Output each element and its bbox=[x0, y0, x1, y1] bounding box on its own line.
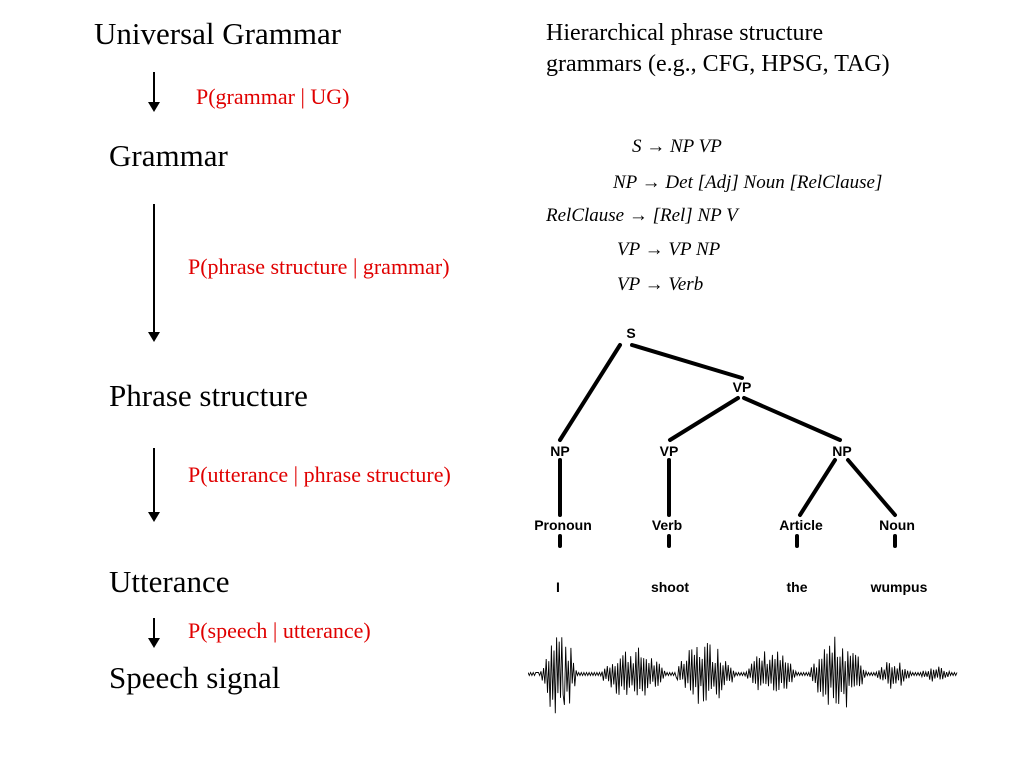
rule-s: S → NP VP bbox=[632, 136, 722, 157]
down-arrow-icon bbox=[148, 618, 160, 648]
speech-waveform bbox=[528, 636, 958, 714]
node-s: S bbox=[626, 325, 635, 341]
down-arrow-icon bbox=[148, 448, 160, 522]
word-wumpus: wumpus bbox=[870, 579, 928, 595]
grammar-heading-line-2: grammars (e.g., CFG, HPSG, TAG) bbox=[546, 51, 890, 77]
grammar-heading-line-1: Hierarchical phrase structure bbox=[546, 20, 824, 46]
edge-np-noun bbox=[846, 458, 897, 517]
prob-phrase-structure-given-grammar: P(phrase structure | grammar) bbox=[188, 254, 450, 279]
node-noun: Noun bbox=[879, 517, 915, 533]
level-phrase-structure: Phrase structure bbox=[109, 378, 308, 413]
prob-speech-given-utterance: P(speech | utterance) bbox=[188, 618, 371, 643]
prob-utterance-given-phrase-structure: P(utterance | phrase structure) bbox=[188, 462, 451, 487]
level-utterance: Utterance bbox=[109, 564, 230, 599]
edge-vp-np bbox=[742, 396, 842, 442]
prob-grammar-given-ug: P(grammar | UG) bbox=[196, 84, 350, 109]
word-shoot: shoot bbox=[651, 579, 689, 595]
edge-s-np bbox=[558, 343, 622, 442]
node-pronoun: Pronoun bbox=[534, 517, 592, 533]
rule-vp-vp-np: VP → VP NP bbox=[617, 239, 721, 260]
rule-np: NP → Det [Adj] Noun [RelClause] bbox=[613, 172, 883, 193]
edge-vp-vp bbox=[668, 396, 740, 442]
rule-vp-verb: VP → Verb bbox=[617, 274, 704, 295]
rule-relclause: RelClause → [Rel] NP V bbox=[546, 205, 738, 226]
edge-s-vp bbox=[630, 343, 744, 380]
node-article: Article bbox=[779, 517, 823, 533]
node-vp-inner: VP bbox=[660, 443, 679, 459]
down-arrow-icon bbox=[148, 204, 160, 342]
word-i: I bbox=[556, 579, 560, 595]
level-grammar: Grammar bbox=[109, 138, 228, 173]
level-speech-signal: Speech signal bbox=[109, 660, 281, 695]
node-np-object: NP bbox=[832, 443, 851, 459]
edge-np-article bbox=[798, 458, 837, 517]
waveform-trace bbox=[528, 636, 958, 714]
down-arrow-icon bbox=[148, 72, 160, 112]
node-vp: VP bbox=[733, 379, 752, 395]
tree-edges bbox=[558, 343, 897, 548]
level-universal-grammar: Universal Grammar bbox=[94, 16, 342, 51]
node-np: NP bbox=[550, 443, 569, 459]
grammar-heading: Hierarchical phrase structure grammars (… bbox=[546, 18, 1006, 80]
word-the: the bbox=[787, 579, 808, 595]
node-verb: Verb bbox=[652, 517, 682, 533]
